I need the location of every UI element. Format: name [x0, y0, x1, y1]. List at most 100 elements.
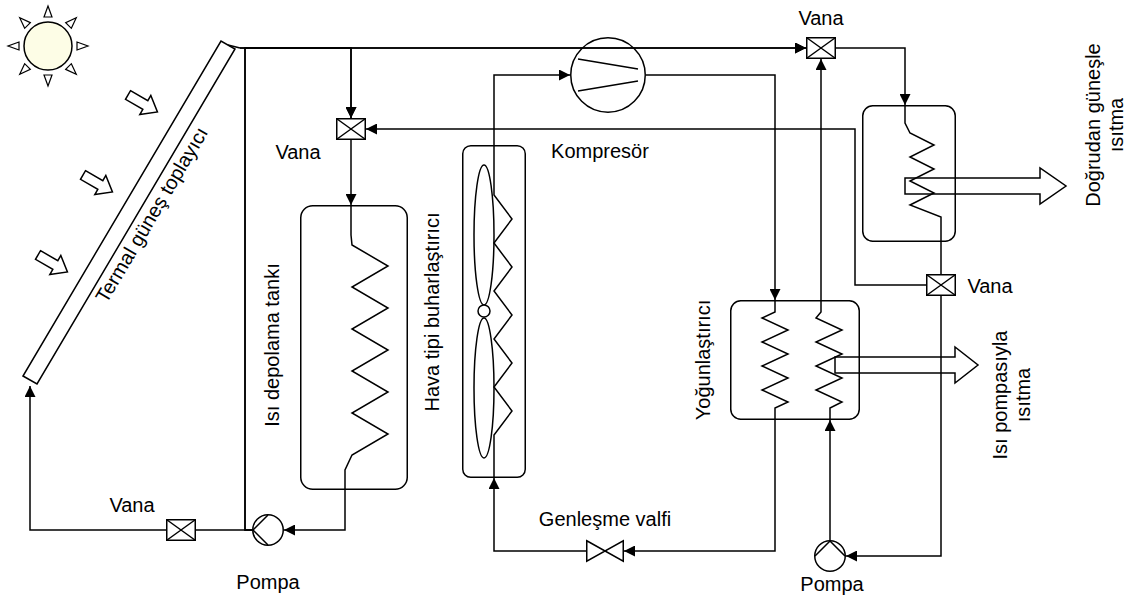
heat-output-arrow [905, 168, 1066, 204]
expansion-valve: Genleşme valfi [586, 540, 624, 562]
pipe-connector [624, 420, 775, 551]
component-label: Hava tipi buharlaştırıcı [421, 213, 444, 412]
component-label: Vana [967, 275, 1012, 298]
heat-exchanger-shell [863, 106, 956, 242]
compressor-outline [570, 37, 646, 113]
valve-cross [927, 275, 956, 296]
pipe-connector [846, 296, 941, 556]
pipe-connector [836, 48, 905, 105]
radiation-arrow [33, 245, 73, 281]
direct-heat-exchanger-outline [862, 105, 956, 242]
valve: Vana [806, 37, 836, 59]
component-label: Kompresör [551, 140, 649, 163]
air-evaporator-outline [462, 145, 526, 478]
pipe-connector [494, 75, 570, 145]
pump-outline [814, 540, 846, 572]
component-label: Genleşme valfi [539, 508, 671, 531]
pipe-stub [228, 45, 240, 48]
tank-coil [345, 205, 388, 490]
condenser-outline [730, 300, 860, 420]
direct-heat-exchanger: Doğrudan güneşle ısıtma [862, 105, 956, 242]
valve-outline [806, 37, 836, 59]
pipe-connector [940, 242, 942, 274]
condenser-shell [731, 301, 860, 420]
valve-body [927, 275, 956, 296]
pump: Pompa [814, 540, 846, 572]
condenser-coil [816, 300, 842, 420]
sun-ray [8, 42, 19, 50]
valve-outline [926, 274, 956, 296]
sun-ray [77, 42, 88, 50]
component-label: Isı depolama tankı [261, 263, 284, 426]
solar-collector-outline [18, 36, 240, 386]
pipe-connector [30, 386, 166, 530]
evaporator-coil [494, 145, 512, 478]
pump-mark [253, 515, 268, 545]
evaporator-shell [463, 146, 526, 478]
pipe-connector [350, 140, 352, 205]
condenser-coil [762, 300, 788, 420]
valve-outline [166, 519, 196, 541]
expansion-valve-symbol [587, 541, 624, 562]
valve-cross [807, 38, 836, 59]
valve-body [807, 38, 836, 59]
storage-tank: Isı depolama tankı [300, 205, 408, 490]
component-label: Termal güneş toplayıcı [91, 123, 213, 307]
sun-ray [66, 18, 77, 29]
fan-blade [474, 318, 494, 458]
pipe-connector [284, 490, 345, 530]
valve-cross [167, 520, 196, 541]
valve-body [337, 119, 366, 140]
storage-tank-outline [300, 205, 408, 490]
sun-disc [24, 22, 72, 70]
component-label: Pompa [800, 573, 863, 596]
pipe-connector [646, 75, 775, 300]
compressor-casing [571, 38, 646, 113]
pipe-connector [196, 529, 252, 531]
sun-ray [20, 64, 31, 75]
compressor-mark [578, 59, 638, 91]
component-label: Vana [109, 494, 154, 517]
valve-outline [336, 118, 366, 140]
sun-ray [66, 64, 77, 75]
valve-body [167, 520, 196, 541]
pipe-connector [240, 48, 351, 118]
pump-casing [253, 515, 284, 546]
fan-blade [474, 165, 494, 305]
component-label: Vana [275, 141, 320, 164]
component-label: Pompa [236, 571, 299, 594]
sun-ray [44, 75, 52, 86]
solar-collector: Termal güneş toplayıcı [18, 36, 240, 386]
condenser: YoğunlaştırıcıIsı pompasıyla ısıtma [730, 300, 860, 420]
valve: Vana [336, 118, 366, 140]
fan-hub [478, 305, 490, 317]
sun-ray [20, 18, 31, 29]
expansion-valve-outline [586, 540, 624, 562]
component-label: Isı pompasıyla ısıtma [989, 305, 1035, 485]
collector-panel [23, 41, 235, 384]
tank-shell [301, 206, 408, 490]
pipe-connector [829, 420, 831, 540]
pipe-connector [820, 59, 822, 300]
component-label: Yoğunlaştırıcı [692, 300, 715, 420]
pump-casing [815, 541, 846, 572]
heat-output-arrow [835, 347, 978, 383]
pump-mark [815, 541, 845, 556]
pipe-connector [245, 48, 806, 530]
valve: Vana [166, 519, 196, 541]
sun-symbol [24, 22, 72, 70]
component-label: Vana [798, 7, 843, 30]
pump-outline [252, 514, 284, 546]
pipe-connector [366, 129, 926, 285]
heat-exchanger-coil [905, 105, 941, 242]
valve: Vana [926, 274, 956, 296]
radiation-arrow [123, 85, 163, 121]
pump: Pompa [252, 514, 284, 546]
sun-ray [44, 6, 52, 17]
pipe-connector [245, 48, 351, 530]
component-label: Doğrudan güneşle ısıtma [1082, 25, 1128, 225]
air-evaporator: Hava tipi buharlaştırıcı [462, 145, 526, 478]
compressor: Kompresör [570, 37, 646, 113]
